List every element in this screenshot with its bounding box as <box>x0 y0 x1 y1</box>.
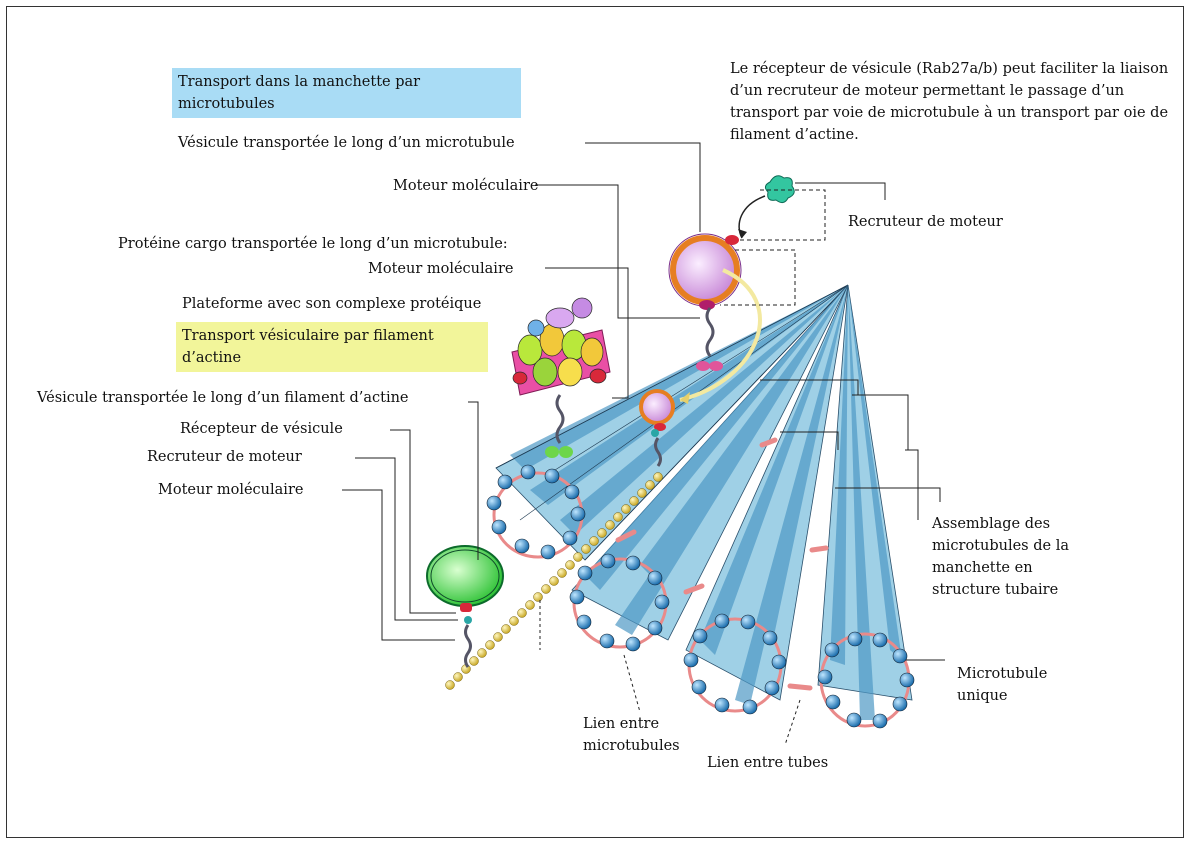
label-recepteur-vesicule: Récepteur de vésicule <box>180 421 343 437</box>
label-moteur-moleculaire-1: Moteur moléculaire <box>393 178 539 194</box>
microtubule-fan <box>486 284 915 729</box>
figure-frame <box>6 6 1184 838</box>
cargo-platform <box>511 297 611 458</box>
leader-lines <box>342 142 945 746</box>
transfer-arrowhead <box>680 392 690 404</box>
label-moteur-moleculaire-3: Moteur moléculaire <box>158 482 304 498</box>
tube-bundle-4 <box>817 284 915 729</box>
label-assemblage: Assemblage des microtubules de la manche… <box>932 516 1069 598</box>
inter-tube-links <box>615 437 829 691</box>
label-moteur-moleculaire-2: Moteur moléculaire <box>368 261 514 277</box>
label-transport-actine: Transport vésiculaire par filament d’act… <box>176 322 488 372</box>
label-microtubule-unique: Microtubule unique <box>957 666 1048 704</box>
label-rab27: Le récepteur de vésicule (Rab27a/b) peut… <box>730 61 1169 143</box>
transfer-arrow <box>679 268 762 402</box>
motor-recruiter-blob <box>738 175 795 239</box>
label-lien-microtubules: Lien entre microtubules <box>583 716 680 754</box>
transfer-vesicle <box>639 389 675 467</box>
green-vesicle <box>426 545 504 668</box>
label-recruteur-moteur-right: Recruteur de moteur <box>848 214 1003 230</box>
label-lien-tubes: Lien entre tubes <box>707 755 829 771</box>
upper-vesicle <box>668 233 742 371</box>
label-recruteur-moteur-left: Recruteur de moteur <box>147 449 302 465</box>
label-proteine-cargo: Protéine cargo transportée le long d’un … <box>118 236 508 252</box>
label-plateforme: Plateforme avec son complexe protéique <box>182 296 482 312</box>
actin-filament <box>445 472 663 690</box>
label-transport-manchette: Transport dans la manchette par microtub… <box>172 68 521 118</box>
tube-bundle-3 <box>683 284 849 715</box>
label-vesicule-actine: Vésicule transportée le long d’un filame… <box>37 390 409 406</box>
tube-bundle-1 <box>486 284 849 561</box>
label-vesicule-microtubule: Vésicule transportée le long d’un microt… <box>178 135 515 151</box>
tube-bundle-2 <box>569 284 849 652</box>
